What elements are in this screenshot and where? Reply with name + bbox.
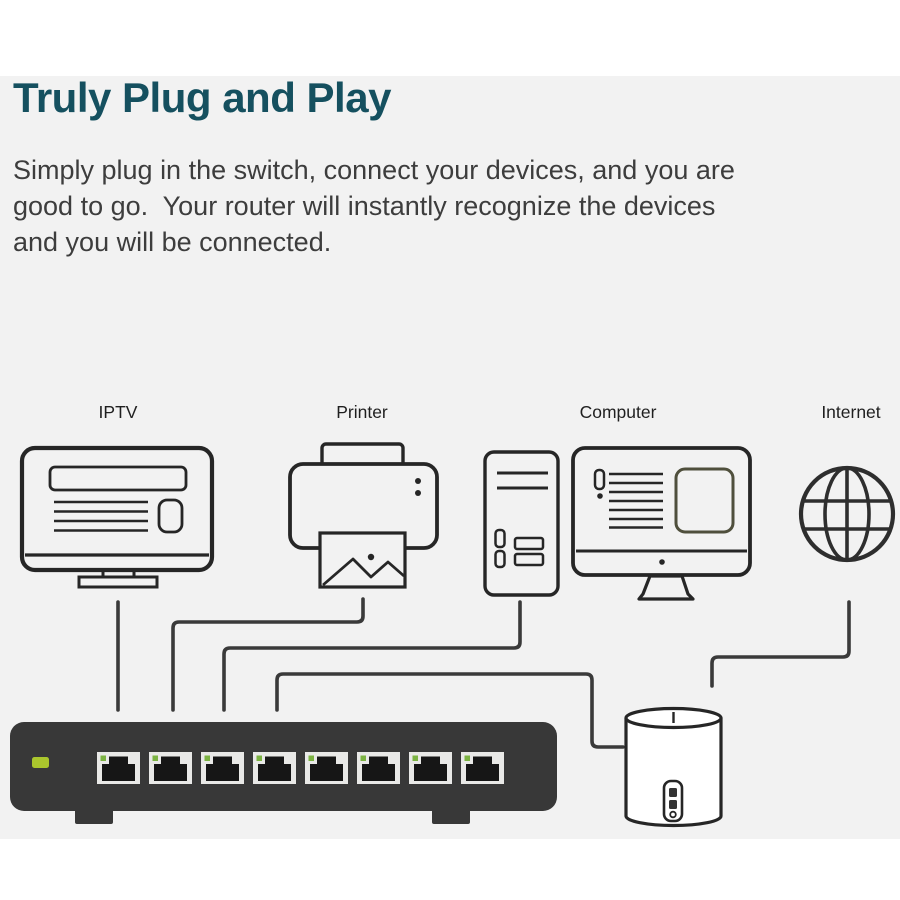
rj45-port	[461, 752, 504, 784]
cable-printer-to-switch	[171, 597, 365, 712]
cable-switch-to-router	[275, 672, 625, 749]
device-label-internet: Internet	[821, 402, 881, 422]
cable-internet-to-router	[710, 600, 851, 688]
tv-icon	[19, 445, 215, 589]
globe-icon	[798, 465, 896, 563]
cable-computer-to-switch	[222, 600, 522, 712]
desktop-computer-icon	[483, 446, 752, 601]
rj45-port	[357, 752, 400, 784]
printer-icon	[288, 442, 439, 589]
switch-status-led	[32, 757, 49, 768]
router-port-panel	[662, 779, 684, 823]
rj45-port	[97, 752, 140, 784]
rj45-port	[409, 752, 452, 784]
device-label-computer: Computer	[579, 402, 657, 422]
computer-tower	[483, 450, 560, 597]
page-title: Truly Plug and Play	[13, 74, 391, 121]
connection-lines	[116, 597, 851, 749]
rj45-port	[253, 752, 296, 784]
computer-monitor	[571, 446, 752, 601]
router-icon	[624, 706, 723, 828]
rj45-port	[305, 752, 348, 784]
network-switch	[10, 722, 557, 824]
rj45-port	[201, 752, 244, 784]
description-text: Simply plug in the switch, connect your …	[13, 155, 735, 257]
device-label-printer: Printer	[336, 402, 388, 422]
rj45-port	[149, 752, 192, 784]
device-label-iptv: IPTV	[98, 402, 138, 422]
